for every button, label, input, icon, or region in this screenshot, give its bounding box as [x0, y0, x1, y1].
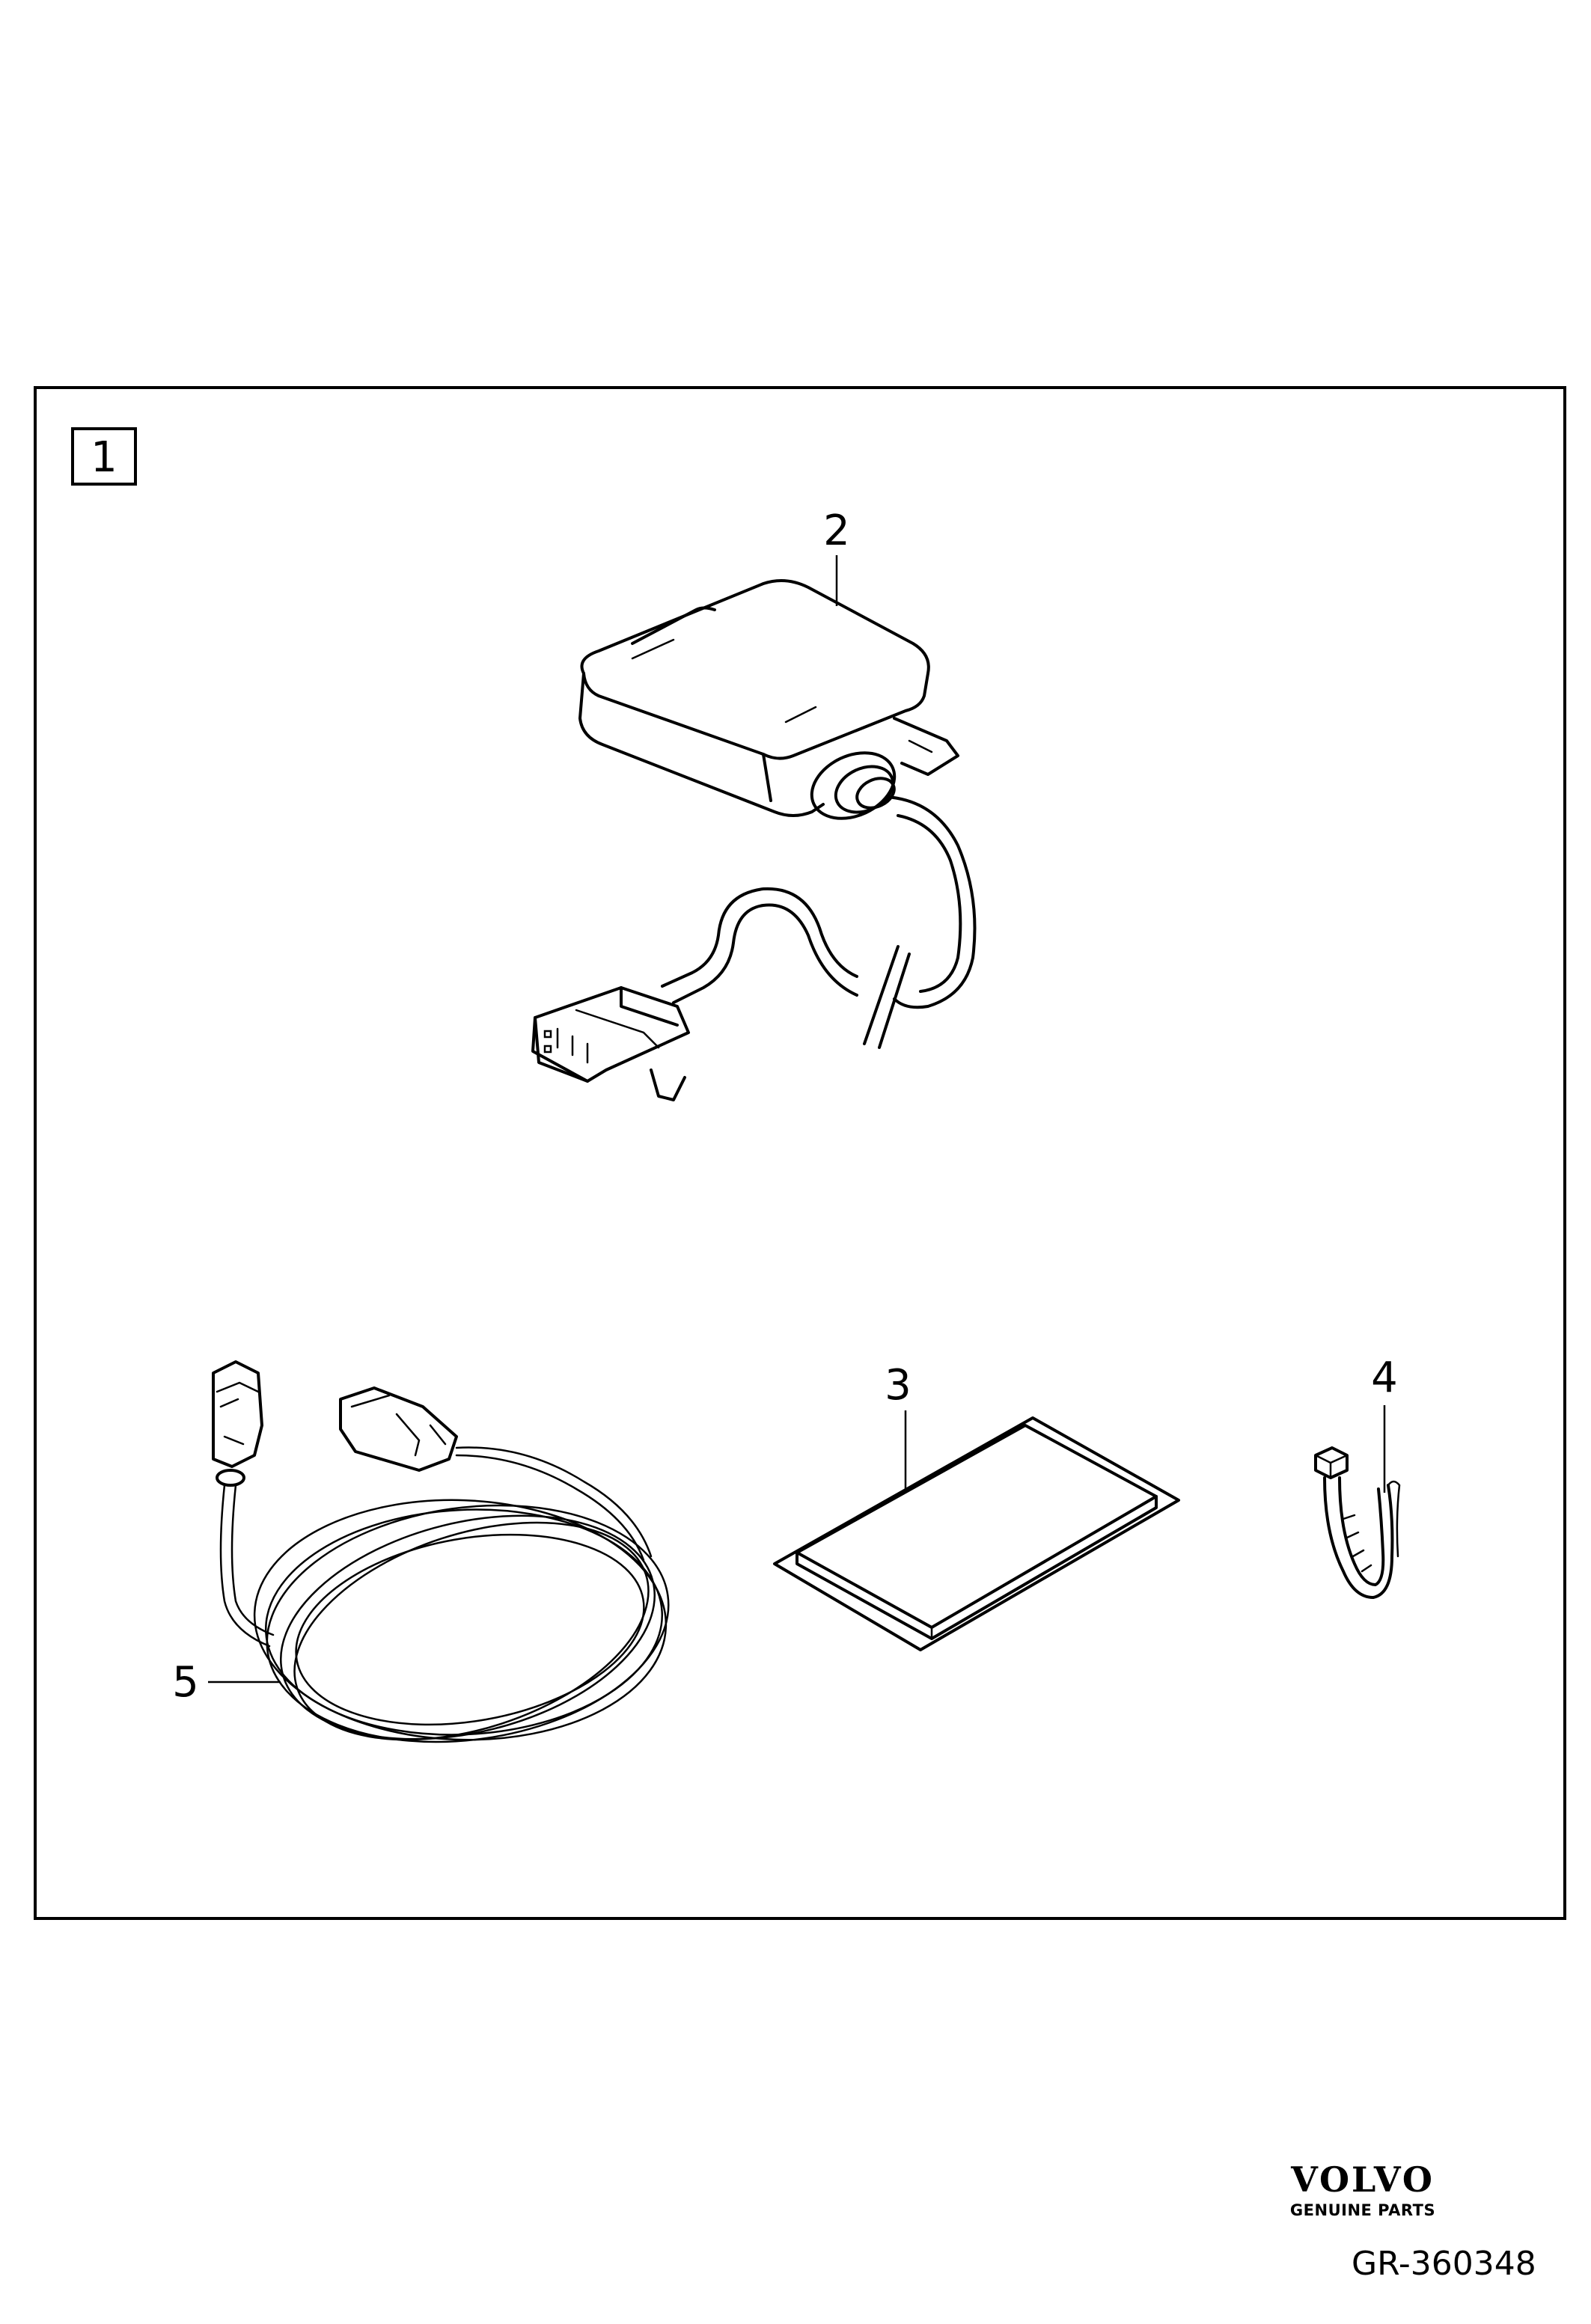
callout-2: 2 — [823, 507, 850, 555]
frame-number-box — [71, 427, 137, 486]
diagram-frame — [34, 386, 1566, 1920]
part-3-pad: 3 — [773, 1361, 1180, 1651]
part-5-cable: 5 — [172, 1360, 670, 1743]
diagram-code: GR-360348 — [1352, 2245, 1536, 2283]
callout-5: 5 — [172, 1658, 199, 1707]
part-2-module: 2 — [531, 507, 977, 1101]
part-4-cable-tie: 4 — [1314, 1354, 1401, 1599]
volvo-brand: VOLVO GENUINE PARTS — [1277, 2161, 1449, 2219]
genuine-parts-label: GENUINE PARTS — [1289, 2201, 1436, 2219]
callout-4: 4 — [1371, 1354, 1398, 1402]
frame-number: 1 — [91, 433, 117, 482]
callout-3: 3 — [885, 1361, 911, 1410]
volvo-logo: VOLVO — [1291, 2159, 1435, 2200]
